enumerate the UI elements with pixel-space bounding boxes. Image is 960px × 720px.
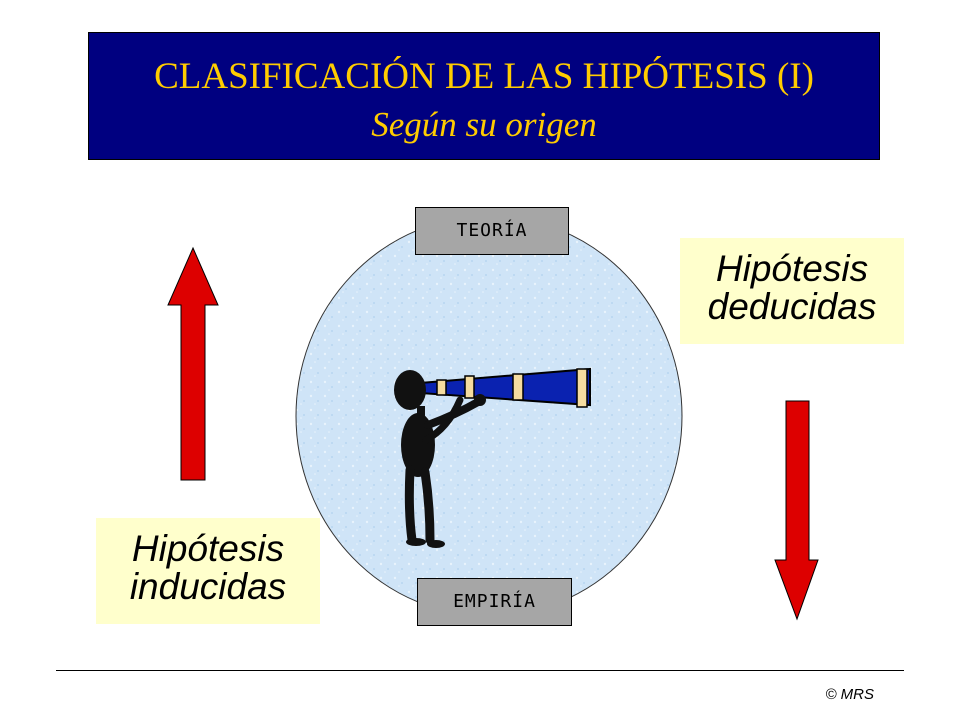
deduced-note-line-1: Hipótesis (715, 248, 869, 289)
theory-label: TEORÍA (415, 207, 569, 255)
footer-divider (56, 670, 904, 671)
down-arrow-icon (774, 400, 819, 621)
deduced-note-line-2: deducidas (707, 286, 877, 327)
figure-with-telescope-icon (394, 367, 591, 548)
induced-note-line-1: Hipótesis (131, 528, 285, 569)
empiricism-label: EMPIRÍA (417, 578, 572, 626)
title-banner: CLASIFICACIÓN DE LAS HIPÓTESIS (I) Según… (88, 32, 880, 160)
deduced-hypotheses-note: Hipótesis deducidas (680, 238, 904, 344)
up-arrow-icon (167, 246, 219, 481)
page-title: CLASIFICACIÓN DE LAS HIPÓTESIS (I) (154, 56, 814, 97)
page-subtitle: Según su origen (371, 105, 597, 144)
induced-hypotheses-note: Hipótesis inducidas (96, 518, 320, 624)
observation-circle (295, 215, 683, 617)
induced-note-line-2: inducidas (129, 566, 287, 607)
copyright-text: © MRS (825, 686, 874, 703)
